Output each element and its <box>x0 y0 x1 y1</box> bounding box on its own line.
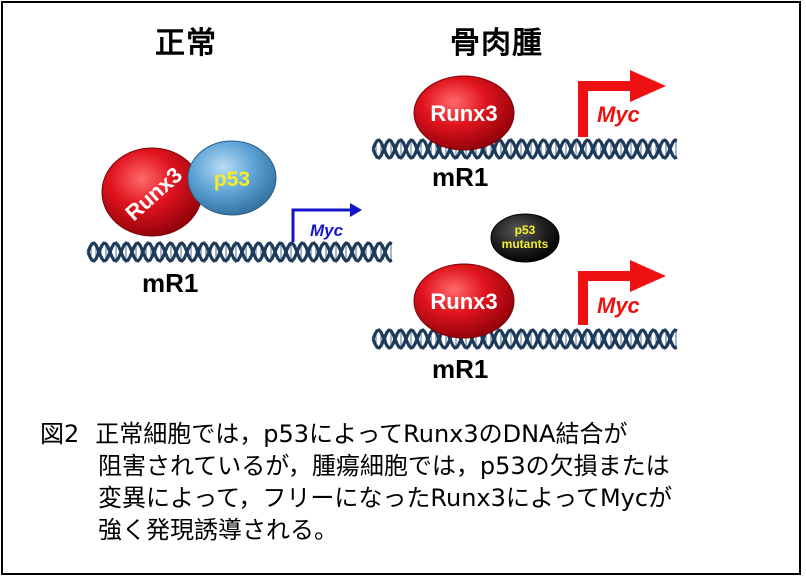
dna-helix-tumor-top <box>371 138 678 160</box>
dna-strand <box>371 138 678 160</box>
normal-panel-title: 正常 <box>155 26 217 61</box>
p53-mutants-label-line1: p53 <box>515 223 536 237</box>
runx3-protein-tumor-top: Runx3 <box>413 75 515 151</box>
runx3-protein-tumor-bottom: Runx3 <box>413 263 515 339</box>
runx3-label-tumor-top: Runx3 <box>430 101 497 126</box>
mr1-label-tumor-bottom: mR1 <box>432 354 488 384</box>
myc-label-normal: Myc <box>310 221 344 240</box>
p53-protein-normal: p53 <box>187 140 277 216</box>
dna-strand <box>371 328 678 350</box>
myc-arrow-strong-bottom: Myc <box>578 260 666 325</box>
caption-line-1: 正常細胞では，p53によってRunx3のDNA結合が <box>95 420 628 448</box>
dna-helix-tumor-bottom <box>371 328 678 350</box>
mr1-label-tumor-top: mR1 <box>432 162 488 192</box>
p53-mutants-protein: p53 mutants <box>490 213 560 263</box>
caption-line-2: 阻害されているが，腫瘍細胞では，p53の欠損または <box>98 452 670 480</box>
tumor-panel-title: 骨肉腫 <box>450 26 543 61</box>
myc-arrow-weak: Myc <box>291 203 362 242</box>
myc-arrow-strong-top: Myc <box>578 70 666 137</box>
p53-label-normal: p53 <box>214 168 250 191</box>
dna-helix-normal <box>86 241 393 263</box>
p53-mutants-label-line2: mutants <box>502 237 549 251</box>
mr1-label-normal: mR1 <box>142 268 198 298</box>
figure-label: 図2 <box>40 420 80 448</box>
caption-line-4: 強く発現誘導される。 <box>98 516 338 544</box>
caption-line-3: 変異によって，フリーになったRunx3によってMycが <box>98 484 673 512</box>
dna-strand <box>86 241 393 263</box>
runx3-label-tumor-bottom: Runx3 <box>430 289 497 314</box>
figure-caption: 図2 正常細胞では，p53によってRunx3のDNA結合が 阻害されているが，腫瘍… <box>40 418 780 546</box>
myc-label-tumor-top: Myc <box>597 102 640 127</box>
myc-label-tumor-bottom: Myc <box>597 293 640 318</box>
runx3-protein-normal: Runx3 <box>101 147 203 237</box>
